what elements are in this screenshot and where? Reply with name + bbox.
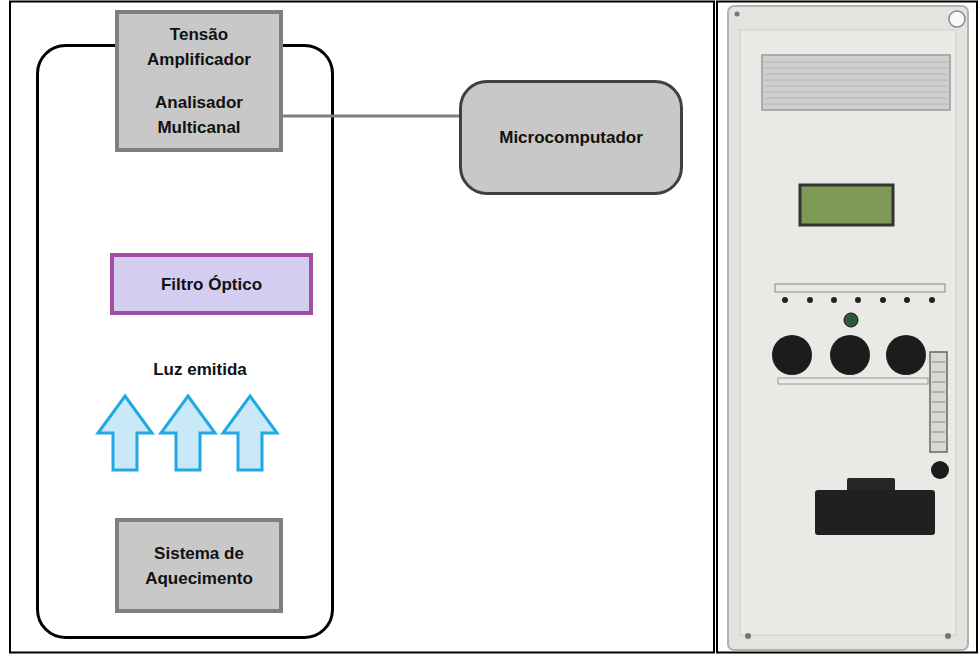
device-knob <box>772 335 812 375</box>
slider <box>930 352 947 452</box>
node-text: Sistema de Aquecimento <box>133 541 265 591</box>
screw <box>735 12 740 17</box>
connector-line <box>283 115 459 118</box>
light-arrow <box>223 396 277 470</box>
slider-knob <box>931 461 949 479</box>
device-display <box>800 185 893 225</box>
light-arrows <box>98 396 277 470</box>
light-arrow <box>161 396 215 470</box>
device-body <box>728 6 968 650</box>
light-label: Luz emitida <box>153 359 247 381</box>
device-logo <box>949 11 965 27</box>
node-text: Analisador Multicanal <box>137 90 261 140</box>
light-arrow <box>98 396 152 470</box>
instrument-outline <box>38 46 333 638</box>
screw <box>745 633 751 639</box>
device-knob <box>886 335 926 375</box>
node-text: Filtro Óptico <box>161 272 262 297</box>
small-knob <box>844 313 858 327</box>
filter-box: Filtro Óptico <box>110 253 313 315</box>
node-text: Microcomputador <box>499 125 643 150</box>
screw <box>945 633 951 639</box>
device-photo <box>728 6 968 650</box>
node-text: Tensão Amplificador <box>137 22 261 72</box>
device-grille <box>762 55 950 110</box>
process-box: Sistema de Aquecimento <box>115 518 283 613</box>
button-labels <box>775 284 945 292</box>
slider-scale <box>932 362 945 442</box>
grille-lines <box>764 62 948 104</box>
knob-labels <box>778 378 928 384</box>
process-box: Tensão AmplificadorAnalisador Multicanal <box>115 10 283 152</box>
sample-drawer <box>815 490 935 535</box>
computer-box: Microcomputador <box>459 80 683 195</box>
panel-frame <box>717 2 977 653</box>
panel-frame <box>10 2 714 653</box>
indicator-dots <box>782 297 935 303</box>
device-panel <box>740 30 956 635</box>
device-knob <box>830 335 870 375</box>
